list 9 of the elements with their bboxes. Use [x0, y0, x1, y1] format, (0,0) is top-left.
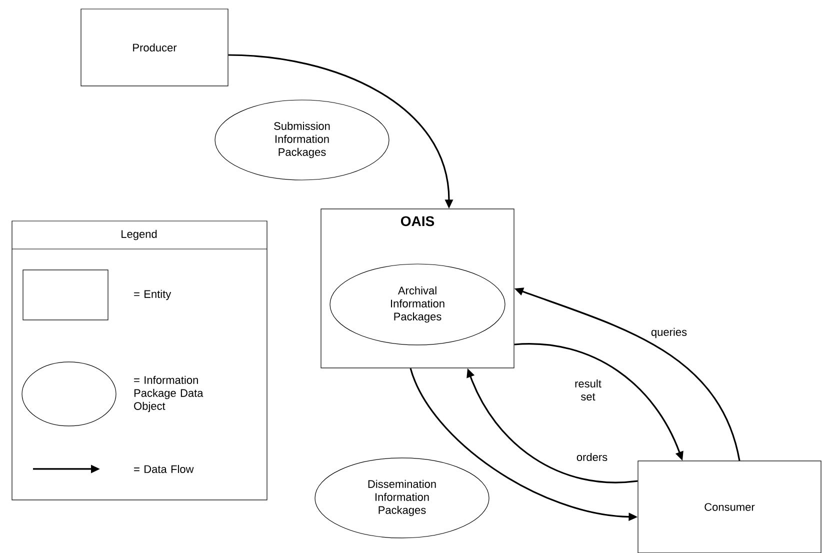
legend-title: Legend [122, 230, 157, 240]
edge-label: result set [567, 378, 609, 402]
edge-label: queries [648, 326, 690, 340]
legend-text: = Data Flow [134, 464, 194, 474]
entity-box: Consumer [638, 460, 822, 553]
legend-text: = Entity [134, 290, 172, 300]
edge-label: orders [571, 452, 613, 462]
entity-box: Producer [80, 8, 228, 86]
legend-text: = Information Package Data Object [134, 376, 204, 412]
